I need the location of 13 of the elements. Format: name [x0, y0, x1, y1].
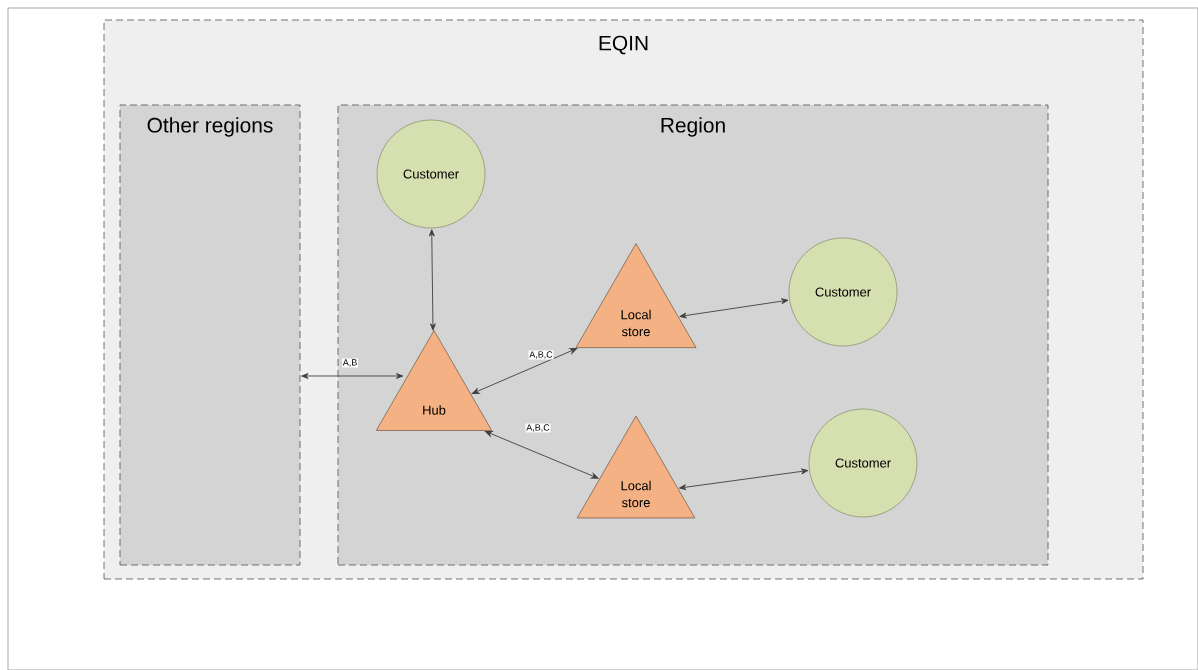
arrow [678, 468, 809, 491]
triangle-node: Local store [575, 243, 697, 349]
edge-label: A,B,C [528, 350, 554, 360]
region-box: Other regions [119, 104, 301, 566]
edge-label: A,B,C [525, 423, 551, 433]
edge-label: A,B [342, 358, 359, 368]
arrow [301, 373, 404, 379]
triangle-node: Local store [576, 415, 696, 519]
arrow [471, 348, 578, 394]
arrow [679, 298, 789, 319]
arrow [428, 229, 436, 331]
arrow [484, 430, 599, 479]
triangle-node: Hub [375, 330, 493, 431]
